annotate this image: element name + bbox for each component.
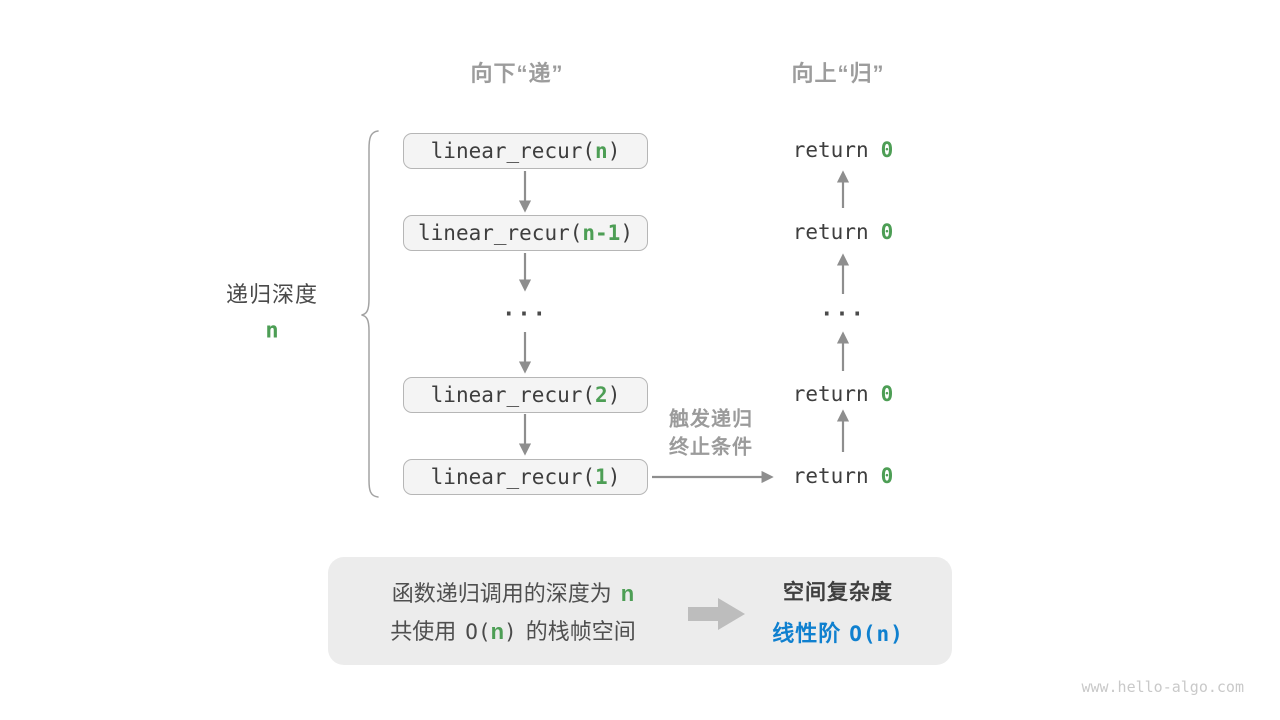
call-code-close: ) [607, 139, 621, 163]
return-statement-2: return 0 [793, 220, 894, 244]
call-code: linear_recur( [418, 221, 583, 245]
summary-space-post: 的栈帧空间 [525, 619, 636, 644]
call-box-n: linear_recur(n) [403, 133, 648, 169]
trigger-label-line2: 终止条件 [669, 436, 753, 459]
summary-space-open: O( [465, 620, 491, 644]
call-code: linear_recur( [430, 465, 596, 489]
return-statement-4: return 0 [793, 464, 894, 488]
complexity-title: 空间复杂度 [783, 581, 893, 604]
watermark: www.hello-algo.com [1081, 678, 1244, 696]
depth-value: n [265, 318, 279, 344]
return-keyword: return [792, 382, 869, 406]
call-arg: n-1 [582, 221, 621, 245]
summary-space-close: ) [504, 620, 517, 644]
summary-space-pre: 共使用 [390, 619, 457, 644]
return-keyword: return [792, 138, 869, 162]
call-code-close: ) [607, 383, 621, 407]
header-recurse-down: 向下“递” [470, 61, 564, 86]
summary-depth-var: n [620, 581, 635, 606]
call-box-n-1: linear_recur(n-1) [403, 215, 648, 251]
summary-depth-line: 函数递归调用的深度为 n [392, 576, 634, 608]
call-arg: 2 [595, 383, 608, 407]
complexity-notation: O(n) [849, 622, 904, 646]
return-value: 0 [880, 220, 894, 244]
call-code-close: ) [607, 465, 621, 489]
return-value: 0 [880, 138, 894, 162]
call-code-close: ) [620, 221, 633, 245]
call-arg: n [595, 139, 608, 163]
return-keyword: return [792, 464, 869, 488]
return-statement-1: return 0 [793, 138, 894, 162]
summary-space-var: n [490, 619, 505, 644]
trigger-label-line1: 触发递归 [669, 408, 753, 431]
return-value: 0 [880, 464, 894, 488]
implies-arrow-icon [688, 598, 745, 630]
return-keyword: return [792, 220, 869, 244]
call-box-1: linear_recur(1) [403, 459, 648, 495]
summary-depth-text: 函数递归调用的深度为 [391, 581, 612, 606]
complexity-order: 线性阶 [772, 621, 842, 646]
call-code: linear_recur( [430, 139, 596, 163]
depth-label: 递归深度 [225, 282, 319, 307]
call-code: linear_recur( [430, 383, 596, 407]
complexity-result: 线性阶 O(n) [772, 616, 904, 648]
return-statement-3: return 0 [793, 382, 894, 406]
return-ellipsis: ... [820, 296, 866, 322]
summary-space-line: 共使用 O(n) 的栈帧空间 [390, 614, 635, 646]
header-return-up: 向上“归” [791, 61, 885, 86]
call-box-2: linear_recur(2) [403, 377, 648, 413]
depth-brace-icon [361, 130, 379, 498]
return-value: 0 [880, 382, 894, 406]
stack-ellipsis: ... [502, 296, 548, 322]
call-arg: 1 [595, 465, 608, 489]
